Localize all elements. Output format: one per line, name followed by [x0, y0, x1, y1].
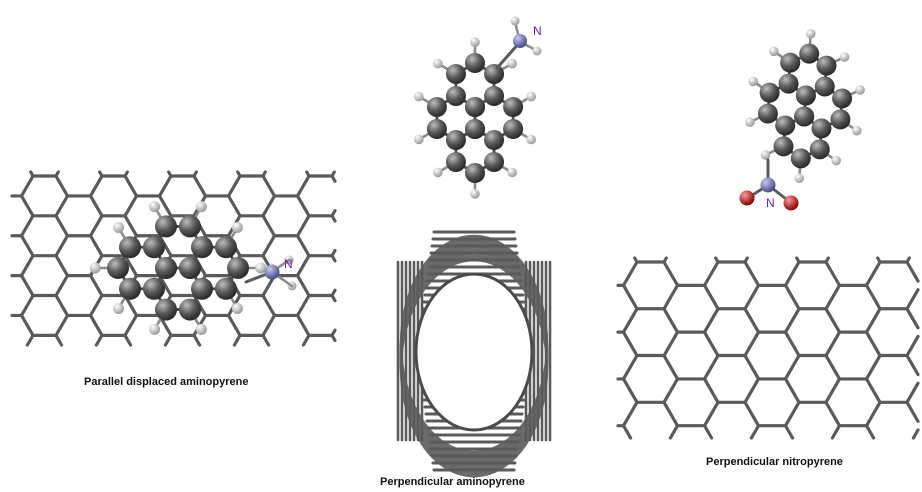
- caption-perpendicular-aminopyrene: Perpendicular aminopyrene: [380, 476, 525, 488]
- caption-parallel-aminopyrene: Parallel displaced aminopyrene: [84, 376, 249, 388]
- end-on-nanotube: [396, 230, 552, 478]
- perpendicular-aminopyrene-molecule: [413, 16, 542, 199]
- perpendicular-nanotube: [616, 256, 920, 440]
- caption-perpendicular-nitropyrene: Perpendicular nitropyrene: [706, 456, 843, 468]
- parallel-aminopyrene-molecule: [89, 201, 297, 335]
- nitrogen-label-parallel: N: [284, 257, 293, 271]
- nitrogen-label-perpendicular-amino: N: [533, 24, 542, 38]
- nitropyrene-molecule: [739, 28, 865, 211]
- nitrogen-label-nitro: N: [766, 196, 775, 210]
